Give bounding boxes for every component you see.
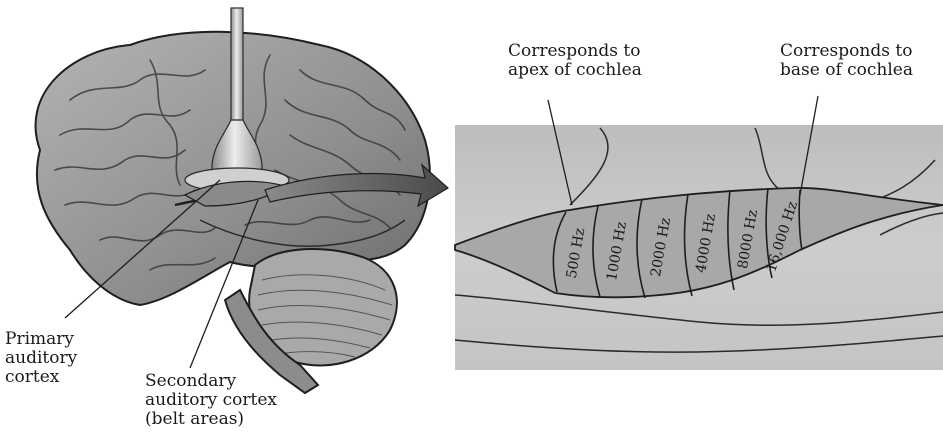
- base-of-cochlea-label: Corresponds to base of cochlea: [780, 42, 913, 80]
- base-label-line-2: base of cochlea: [780, 61, 913, 80]
- secondary-auditory-cortex-label: Secondary auditory cortex (belt areas): [145, 372, 277, 429]
- base-label-line-1: Corresponds to: [780, 42, 913, 61]
- secondary-label-line-2: auditory cortex: [145, 391, 277, 410]
- primary-auditory-cortex-label: Primary auditory cortex: [5, 330, 77, 387]
- primary-label-line-1: Primary: [5, 330, 77, 349]
- apex-label-line-1: Corresponds to: [508, 42, 642, 61]
- primary-label-line-2: auditory: [5, 349, 77, 368]
- apex-of-cochlea-label: Corresponds to apex of cochlea: [508, 42, 642, 80]
- secondary-label-line-1: Secondary: [145, 372, 277, 391]
- apex-label-line-2: apex of cochlea: [508, 61, 642, 80]
- secondary-label-line-3: (belt areas): [145, 410, 277, 429]
- primary-label-line-3: cortex: [5, 368, 77, 387]
